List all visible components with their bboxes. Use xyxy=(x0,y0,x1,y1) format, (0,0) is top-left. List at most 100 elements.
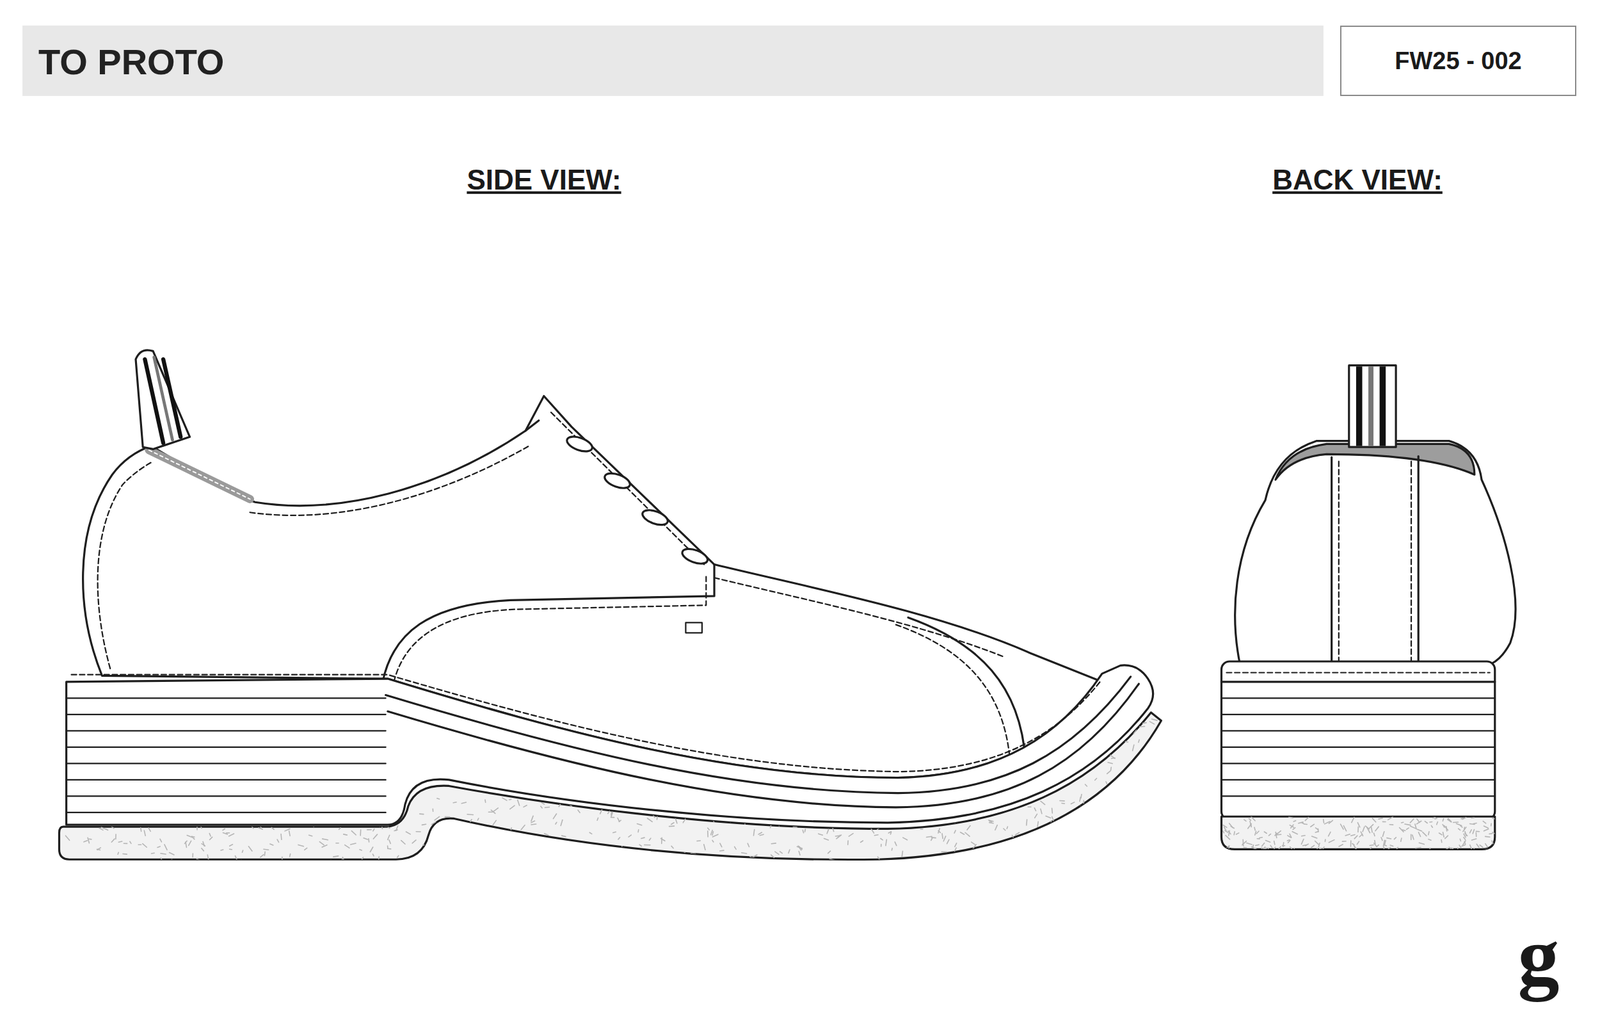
crepe-texture xyxy=(1034,833,1040,836)
crepe-texture xyxy=(60,778,63,781)
crepe-texture xyxy=(937,720,939,722)
crepe-texture xyxy=(406,726,409,729)
crepe-texture xyxy=(430,718,434,722)
crepe-texture xyxy=(1393,837,1396,840)
crepe-texture xyxy=(750,855,752,857)
crepe-texture xyxy=(412,839,416,843)
crepe-texture xyxy=(707,718,710,722)
tab-stripe xyxy=(1368,366,1374,446)
crepe-texture xyxy=(1373,832,1375,836)
crepe-texture xyxy=(494,704,496,709)
crepe-texture xyxy=(181,709,187,714)
crepe-texture xyxy=(376,743,380,749)
crepe-texture xyxy=(988,819,994,822)
crepe-texture xyxy=(1122,834,1125,839)
crepe-texture xyxy=(257,745,259,750)
crepe-texture xyxy=(828,850,831,854)
crepe-texture xyxy=(598,741,602,747)
crepe-texture xyxy=(655,717,658,719)
crepe-texture xyxy=(1369,844,1374,846)
crepe-texture xyxy=(248,812,252,815)
crepe-texture xyxy=(424,784,431,786)
crepe-texture xyxy=(818,833,824,835)
crepe-texture xyxy=(967,825,971,831)
crepe-texture xyxy=(1304,823,1307,825)
crepe-texture xyxy=(577,765,581,768)
crepe-texture xyxy=(269,807,272,809)
crepe-texture xyxy=(1070,801,1074,804)
crepe-texture xyxy=(956,744,960,747)
crepe-texture xyxy=(451,763,455,767)
crepe-texture xyxy=(176,784,180,786)
crepe-texture xyxy=(1244,819,1247,821)
crepe-texture xyxy=(501,739,504,742)
crepe-texture xyxy=(246,742,251,744)
crepe-texture xyxy=(1034,785,1037,789)
crepe-texture xyxy=(1121,804,1125,809)
crepe-texture xyxy=(258,827,263,829)
crepe-texture xyxy=(325,782,327,788)
crepe-texture xyxy=(1123,740,1128,742)
crepe-texture xyxy=(312,808,315,814)
crepe-texture xyxy=(65,835,70,840)
crepe-texture xyxy=(1115,803,1121,805)
crepe-texture xyxy=(825,750,830,753)
crepe-texture xyxy=(682,801,687,807)
crepe-texture xyxy=(1064,749,1071,751)
crepe-texture xyxy=(1473,848,1474,852)
crepe-texture xyxy=(1388,816,1394,820)
crepe-texture xyxy=(140,826,143,831)
crepe-texture xyxy=(780,851,783,854)
crepe-texture xyxy=(1440,839,1442,843)
crepe-texture xyxy=(1282,842,1284,847)
crepe-texture xyxy=(891,750,893,752)
crepe-texture xyxy=(552,813,557,819)
crepe-texture xyxy=(986,805,991,809)
crepe-texture xyxy=(1233,831,1236,835)
crepe-texture xyxy=(822,787,824,792)
crepe-texture xyxy=(954,842,957,847)
crepe-texture xyxy=(128,776,132,777)
crepe-texture xyxy=(277,839,279,842)
crepe-texture xyxy=(343,833,348,835)
crepe-texture xyxy=(1113,820,1118,824)
crepe-texture xyxy=(157,758,160,760)
crepe-texture xyxy=(169,704,173,707)
crepe-texture xyxy=(468,780,470,783)
crepe-texture xyxy=(341,810,343,816)
crepe-texture xyxy=(1131,777,1134,780)
crepe-texture xyxy=(247,765,251,767)
crepe-texture xyxy=(80,704,84,706)
crepe-texture xyxy=(1378,817,1383,820)
crepe-texture xyxy=(323,716,326,719)
crepe-texture xyxy=(849,807,856,811)
crepe-texture xyxy=(869,789,872,791)
crepe-texture xyxy=(216,789,219,793)
crepe-texture xyxy=(61,746,64,749)
crepe-texture xyxy=(800,770,802,776)
crepe-texture xyxy=(131,712,133,715)
crepe-texture xyxy=(1043,787,1048,791)
crepe-texture xyxy=(649,722,653,724)
crepe-texture xyxy=(1483,825,1488,828)
crepe-texture xyxy=(1052,712,1056,715)
crepe-texture xyxy=(249,726,253,728)
crepe-texture xyxy=(1111,807,1113,812)
crepe-texture xyxy=(488,811,493,813)
crepe-texture xyxy=(650,733,654,735)
crepe-texture xyxy=(707,760,710,763)
crepe-texture xyxy=(1043,782,1048,788)
crepe-texture xyxy=(1061,755,1065,759)
crepe-texture xyxy=(760,816,761,821)
crepe-texture xyxy=(584,848,588,850)
crepe-texture xyxy=(559,840,562,843)
crepe-texture xyxy=(682,817,686,822)
crepe-texture xyxy=(766,758,770,762)
crepe-texture xyxy=(1052,816,1055,822)
crepe-texture xyxy=(626,741,629,743)
crepe-texture xyxy=(1255,830,1257,835)
crepe-texture xyxy=(1122,780,1124,785)
crepe-texture xyxy=(1002,846,1006,848)
crepe-texture xyxy=(160,803,162,809)
crepe-texture xyxy=(1138,776,1141,779)
